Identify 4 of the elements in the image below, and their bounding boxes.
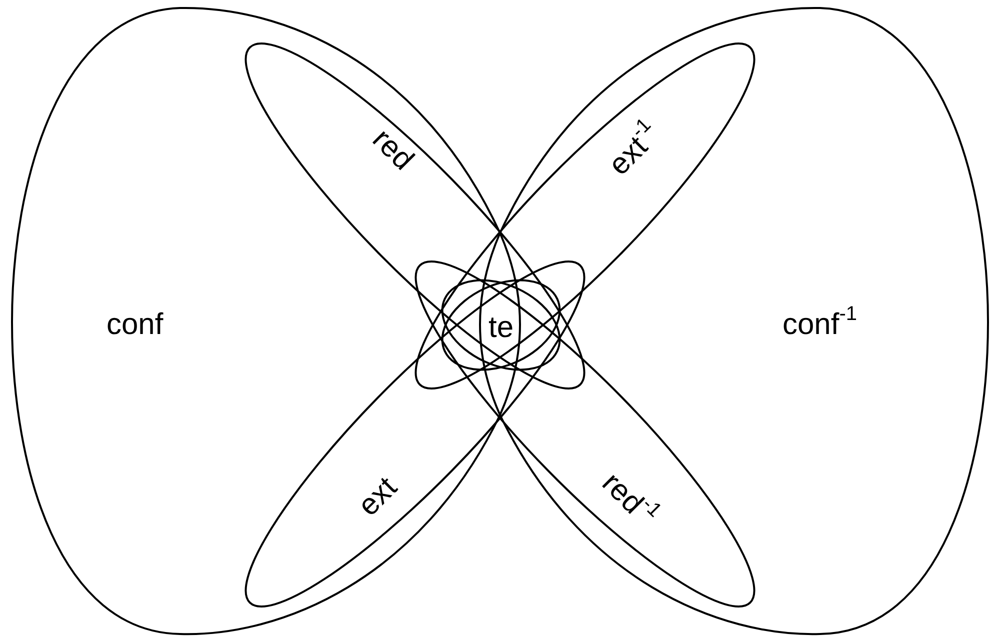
region-label: te	[488, 313, 514, 343]
region-label: conf	[106, 310, 164, 340]
region-label: red	[366, 124, 418, 176]
region-label: ext	[353, 472, 403, 522]
